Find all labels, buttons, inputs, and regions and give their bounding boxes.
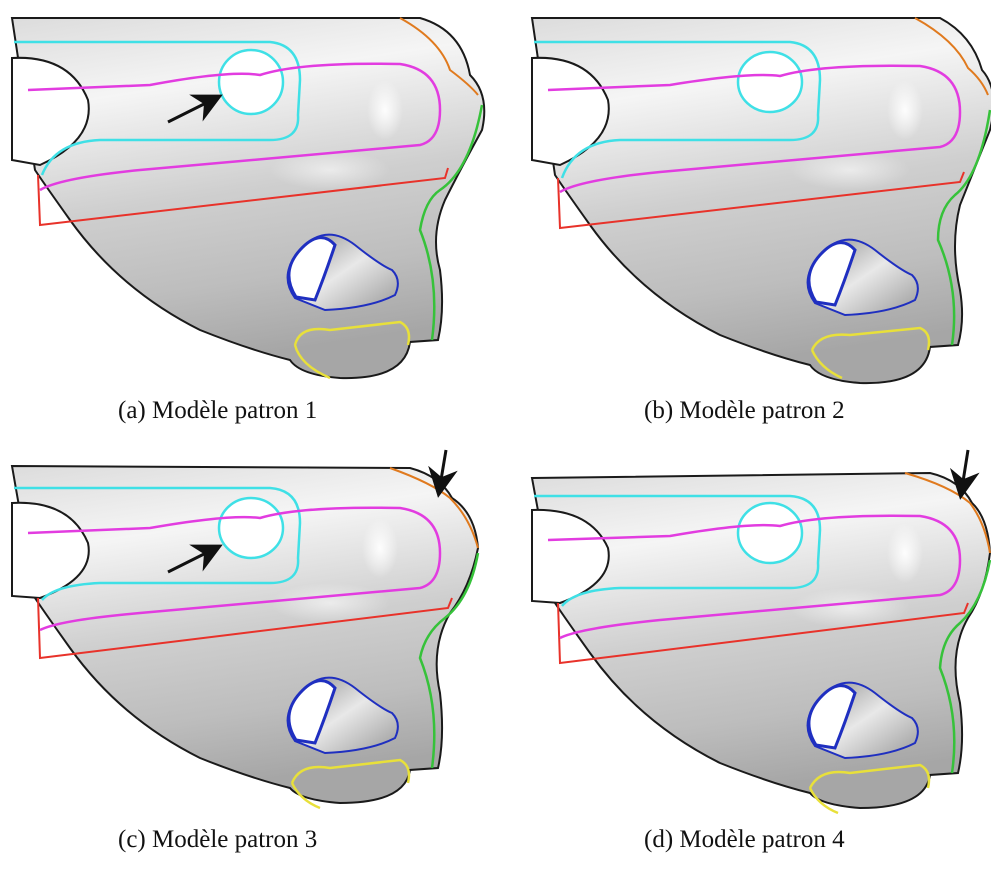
blue-hole — [807, 241, 857, 307]
caption-c: (c) Modèle patron 3 — [118, 826, 318, 853]
magenta-curve — [27, 62, 442, 192]
surface-render-a — [10, 17, 486, 380]
yellow-curve — [290, 758, 411, 784]
cyan-hole — [736, 50, 804, 114]
panel-c: (c) Modèle patron 3 — [0, 448, 495, 886]
top-arrow — [949, 449, 980, 500]
green-curve — [418, 552, 480, 769]
surface-render-c — [10, 449, 480, 810]
cyan-curve — [534, 40, 822, 179]
red-curve — [557, 171, 965, 230]
yellow-curve — [293, 320, 411, 346]
cyan-hole — [217, 48, 285, 116]
cyan-curve — [14, 40, 302, 176]
yellow-curve — [810, 326, 931, 351]
hole-arrow — [167, 94, 223, 124]
red-curve — [557, 602, 969, 665]
blue-hole — [807, 684, 857, 750]
cyan-hole — [736, 501, 804, 565]
yellow-lower — [810, 349, 843, 380]
panel-d: (d) Modèle patron 4 — [520, 448, 991, 886]
orange-curve — [399, 17, 479, 96]
cyan-curve — [534, 494, 822, 607]
cyan-curve — [14, 486, 302, 601]
surface-render-b — [530, 17, 991, 385]
blue-hole — [287, 679, 337, 745]
yellow-lower — [293, 344, 331, 380]
yellow-curve — [808, 763, 931, 789]
orange-curve — [904, 472, 991, 554]
magenta-curve — [547, 514, 962, 640]
caption-a: (a) Modèle patron 1 — [118, 397, 318, 424]
orange-curve — [914, 17, 989, 96]
green-curve — [936, 109, 991, 346]
caption-d: (d) Modèle patron 4 — [644, 826, 845, 853]
yellow-lower — [290, 782, 321, 810]
green-curve — [418, 104, 484, 341]
yellow-lower — [808, 787, 839, 815]
top-arrow — [428, 449, 458, 498]
surface-render-d — [530, 449, 991, 815]
cyan-hole — [217, 496, 285, 560]
panel-a: (a) Modèle patron 1 — [0, 0, 495, 443]
caption-b: (b) Modèle patron 2 — [644, 397, 845, 424]
red-curve — [37, 167, 449, 227]
red-curve — [37, 597, 453, 660]
green-curve — [938, 559, 991, 774]
blue-hole — [287, 236, 337, 302]
panel-b: (b) Modèle patron 2 — [520, 0, 991, 443]
hole-arrow — [167, 544, 223, 574]
magenta-curve — [27, 506, 442, 632]
orange-curve — [389, 467, 479, 549]
magenta-curve — [547, 64, 962, 194]
